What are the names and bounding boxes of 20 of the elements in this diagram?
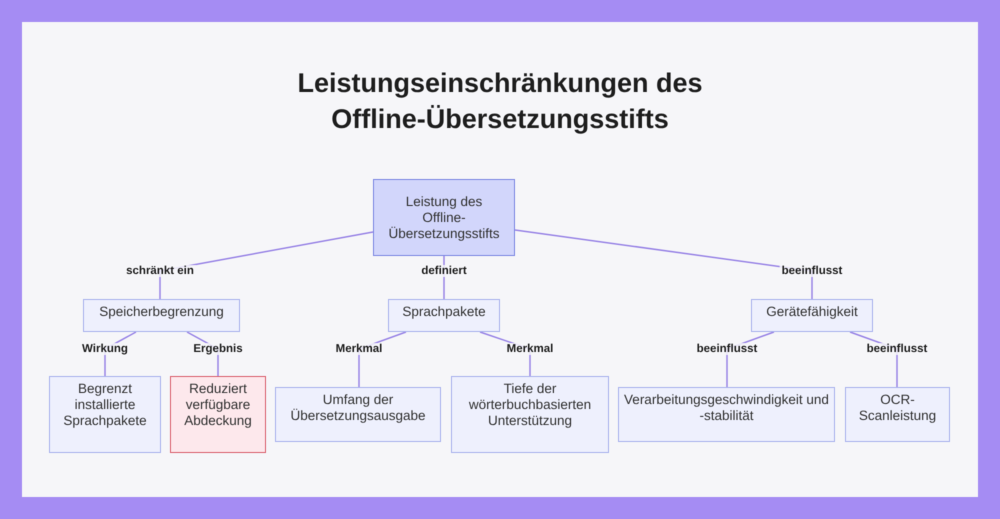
highlighted-box: Reduziert verfügbare Abdeckung — [170, 376, 266, 453]
edge-label: beeinflusst — [780, 265, 844, 277]
concept-box: Tiefe der wörterbuchbasierten Unterstützung — [451, 376, 609, 453]
concept-box: Sprachpakete — [388, 299, 500, 332]
edge-label: Ergebnis — [191, 343, 245, 355]
concept-box: Speicherbegrenzung — [83, 299, 240, 332]
concept-box: Gerätefähigkeit — [751, 299, 873, 332]
edge-label: beeinflusst — [694, 343, 760, 355]
edge-label: schränkt ein — [124, 265, 196, 277]
concept-box: OCR-Scanleistung — [845, 387, 950, 442]
edge-label: definiert — [419, 265, 469, 277]
edge-label: beeinflusst — [864, 343, 930, 355]
concept-box: Umfang der Übersetzungsausgabe — [275, 387, 441, 442]
title: Leistungseinschränkungen des Offline-Übersetzungsstifts — [296, 67, 704, 136]
concept-box: Verarbeitungsgeschwindigkeit und -stabilität — [618, 387, 835, 442]
edge-label: Merkmal — [334, 343, 384, 355]
concept-box: Begrenzt installierte Sprachpakete — [49, 376, 161, 453]
edge-label: Merkmal — [504, 343, 556, 355]
root-box: Leistung des Offline-Übersetzungsstifts — [373, 179, 515, 256]
edge-label: Wirkung — [80, 343, 130, 355]
